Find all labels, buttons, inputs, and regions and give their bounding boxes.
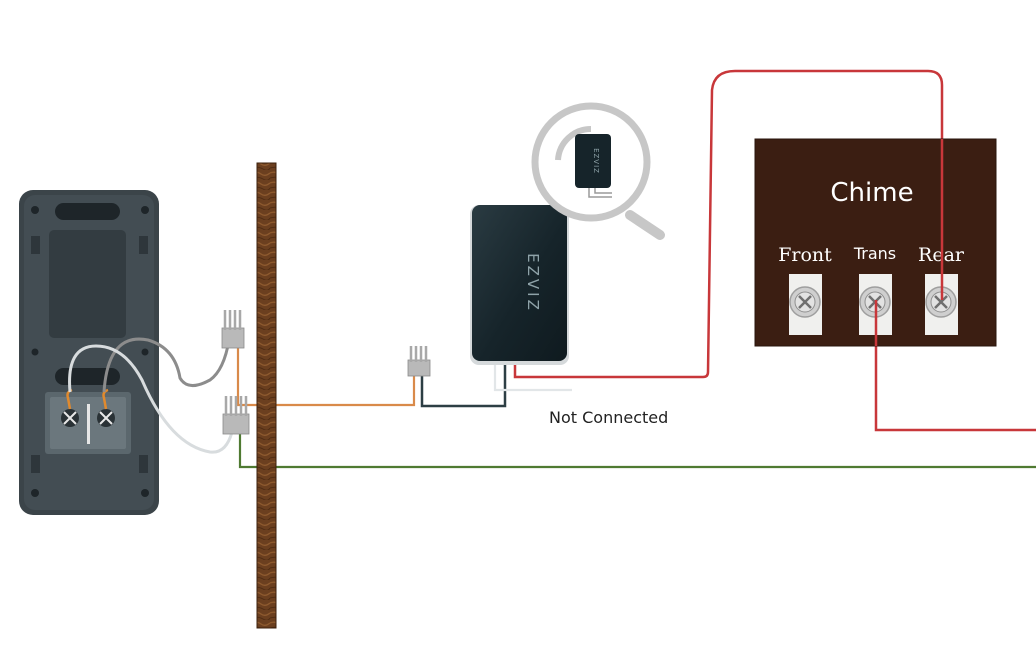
terminal-front [789, 274, 822, 335]
terminal-label-front: Front [778, 244, 832, 266]
dark-wire [420, 362, 507, 408]
doorbell-unit [19, 190, 159, 515]
not-connected-label: Not Connected [549, 408, 668, 427]
doorbell-screw-left [61, 409, 79, 427]
module-brand-label: EZVIZ [524, 253, 542, 313]
wall-wood [256, 162, 277, 629]
magnifier-icon: EZVIZ [531, 102, 665, 240]
terminal-label-trans: Trans [853, 244, 896, 263]
ezviz-module: EZVIZ [470, 205, 569, 365]
gray-wire [102, 337, 231, 393]
white-wire [68, 344, 234, 454]
chime-title: Chime [830, 178, 913, 208]
connector-module [407, 346, 431, 377]
light-wire [493, 362, 572, 392]
doorbell-screw-right [97, 409, 115, 427]
red-wire-module-to-rear [513, 69, 944, 379]
orange-wire [236, 345, 416, 407]
connector-lower [222, 396, 250, 435]
magnifier-brand-label: EZVIZ [592, 148, 600, 174]
terminal-rear [925, 274, 958, 335]
green-wire [238, 425, 1036, 469]
connector-upper [221, 310, 245, 349]
